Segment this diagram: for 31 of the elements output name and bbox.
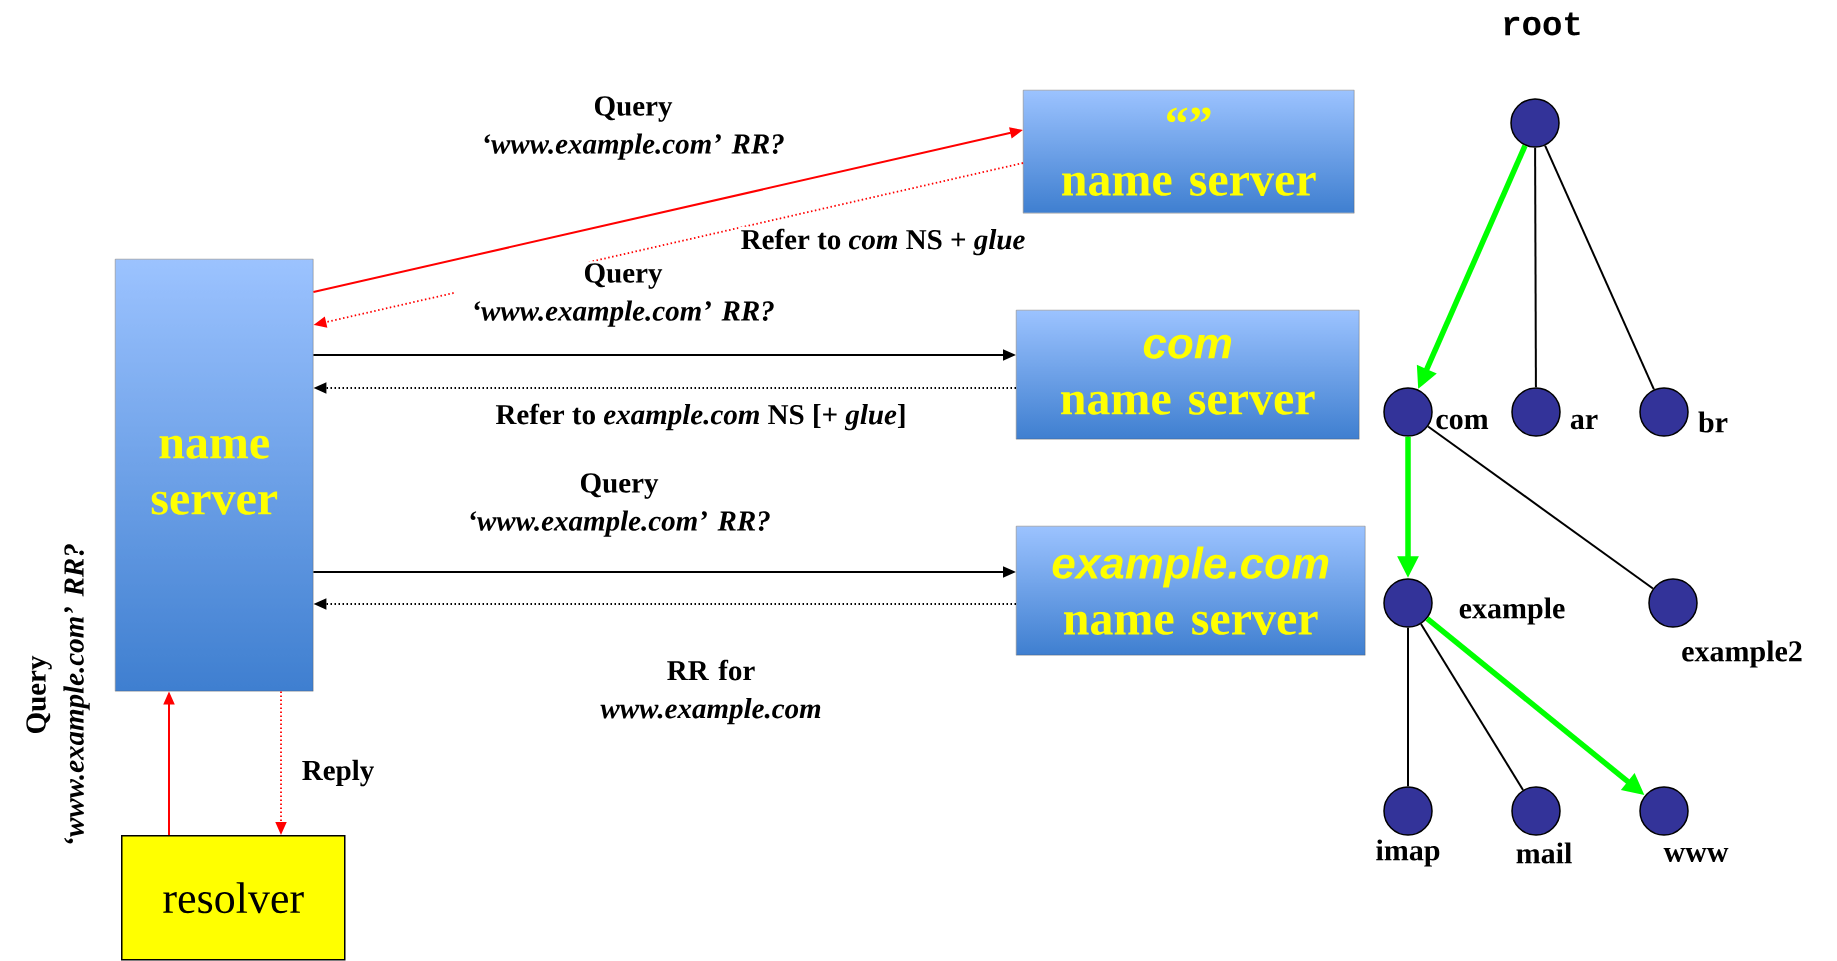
node-label: ar (1570, 414, 1598, 430)
name-server-box: example.com name server (1016, 526, 1366, 656)
node-label: mail (1516, 842, 1572, 864)
tree-node (1648, 578, 1698, 628)
tree-node (1511, 387, 1561, 437)
node-label: example2 (1682, 640, 1802, 668)
edge-label: Reply (299, 757, 377, 789)
name-server-box: name server (115, 259, 314, 692)
tree-node (1511, 786, 1561, 836)
edge-label: Refer to example.com NS [+ glue] (493, 401, 909, 433)
name-server-box: “” name server (1023, 90, 1355, 214)
node-label: root (1504, 12, 1580, 36)
tree-node (1639, 387, 1689, 437)
tree-node (1383, 578, 1433, 628)
edge-label: Query ‘www.example.com’ RR? (24, 528, 92, 862)
tree-node (1383, 786, 1433, 836)
node-label: www (1663, 847, 1729, 863)
tree-node (1639, 786, 1689, 836)
tree-node (1383, 387, 1433, 437)
node-label: com (1436, 414, 1489, 430)
node-label: br (1698, 411, 1728, 433)
resolver-box: resolver (121, 835, 346, 961)
edge-label: Query ‘www.example.com’ RR? (456, 261, 790, 329)
name-server-box: com name server (1016, 310, 1360, 440)
edge-label: Query ‘www.example.com’ RR? (452, 471, 786, 539)
edge-label: Query ‘www.example.com’ RR? (466, 94, 800, 162)
edge-label: RR for www.example.com (584, 657, 838, 727)
edge-label: Refer to com NS + glue (738, 226, 1028, 258)
tree-node (1510, 98, 1560, 148)
node-label: example (1459, 597, 1565, 625)
node-label: imap (1376, 839, 1440, 867)
